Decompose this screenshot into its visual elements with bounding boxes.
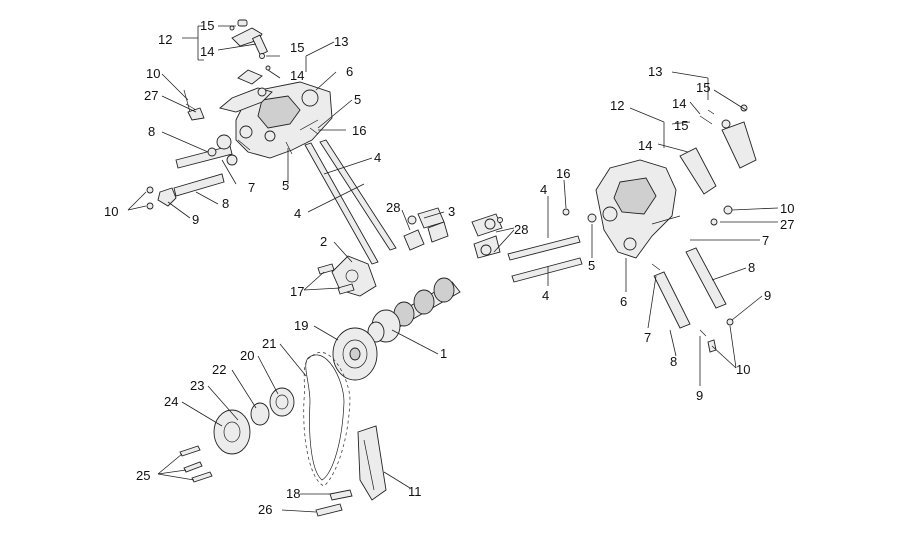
callout-4-right-top: 4: [540, 182, 547, 197]
callout-19: 19: [294, 318, 308, 333]
crank-sprocket: [213, 409, 251, 455]
callout-7-right-top: 7: [762, 233, 769, 248]
callout-3: 3: [448, 204, 455, 219]
callout-16-right: 16: [556, 166, 570, 181]
right-small-hardware: [699, 205, 734, 353]
callout-5-left: 5: [282, 178, 289, 193]
callout-12-right: 12: [610, 98, 624, 113]
left-rocker-arm-upper: [219, 69, 273, 113]
callout-4-right: 4: [542, 288, 549, 303]
callout-22: 22: [212, 362, 226, 377]
callout-2: 2: [320, 234, 327, 249]
callout-11: 11: [408, 484, 422, 499]
callout-25: 25: [136, 468, 150, 483]
callout-10-left-top: 10: [146, 66, 160, 81]
callout-14-left: 14: [290, 68, 304, 83]
left-rocker-top-parts: [229, 19, 271, 71]
right-pushrods: [507, 208, 597, 283]
cam-sprocket: [332, 327, 378, 381]
callout-12-left: 12: [158, 32, 172, 47]
callout-16-left: 16: [352, 123, 366, 138]
callout-8-right-top: 8: [748, 260, 755, 275]
callout-28-right: 28: [514, 222, 528, 237]
tappets-group-right: [471, 213, 503, 259]
callout-9-right: 9: [696, 388, 703, 403]
callout-1: 1: [440, 346, 447, 361]
right-rocker-arm: [679, 104, 757, 195]
callout-7-right: 7: [644, 330, 651, 345]
callout-10-right-top: 10: [780, 201, 794, 216]
callout-27-left: 27: [144, 88, 158, 103]
callout-20: 20: [240, 348, 254, 363]
callout-5-right: 5: [588, 258, 595, 273]
callout-23: 23: [190, 378, 204, 393]
callout-6-right: 6: [620, 294, 627, 309]
tappets-group-left: [403, 207, 449, 251]
right-rocker-bracket: [595, 159, 681, 259]
callout-21: 21: [262, 336, 276, 351]
bolts-bottom: [179, 445, 353, 517]
callout-10-right: 10: [736, 362, 750, 377]
callout-8-right: 8: [670, 354, 677, 369]
callout-8-left: 8: [222, 196, 229, 211]
callout-9-left: 9: [192, 212, 199, 227]
callout-5-left-top: 5: [354, 92, 361, 107]
callout-4-left-top: 4: [374, 150, 381, 165]
callout-15-left-top: 15: [200, 18, 214, 33]
camshaft: [367, 277, 461, 343]
callout-26: 26: [258, 502, 272, 517]
callout-27-right: 27: [780, 217, 794, 232]
callout-8-left-top: 8: [148, 124, 155, 139]
callout-24: 24: [164, 394, 178, 409]
callout-4-left: 4: [294, 206, 301, 221]
callout-6-left: 6: [346, 64, 353, 79]
callout-15-right: 15: [674, 118, 688, 133]
left-pushrods: [285, 127, 397, 265]
right-rocker-shafts: [651, 247, 727, 329]
callout-15-left: 15: [290, 40, 304, 55]
callout-14-right: 14: [638, 138, 652, 153]
callout-13-right: 13: [648, 64, 662, 79]
leader-lines: [127, 25, 779, 513]
callout-17: 17: [290, 284, 304, 299]
callout-10-left: 10: [104, 204, 118, 219]
callout-labels: 12 15 14 15 14 13 6 10 27 5 16 8 4 7 5 8…: [104, 18, 794, 517]
drive-bearing: [250, 387, 295, 426]
cam-retainer-plate: [317, 255, 377, 297]
left-small-hardware: [146, 89, 205, 210]
callout-7-left: 7: [248, 180, 255, 195]
callout-14-left-top: 14: [200, 44, 214, 59]
callout-18: 18: [286, 486, 300, 501]
callout-9-right-top: 9: [764, 288, 771, 303]
callout-14-right-top: 14: [672, 96, 686, 111]
left-rocker-shafts: [173, 134, 238, 197]
callout-13-left: 13: [334, 34, 348, 49]
chain-tensioner-guide: [357, 425, 387, 501]
timing-chain: [303, 352, 351, 487]
callout-28-left: 28: [386, 200, 400, 215]
callout-15-right-top: 15: [696, 80, 710, 95]
